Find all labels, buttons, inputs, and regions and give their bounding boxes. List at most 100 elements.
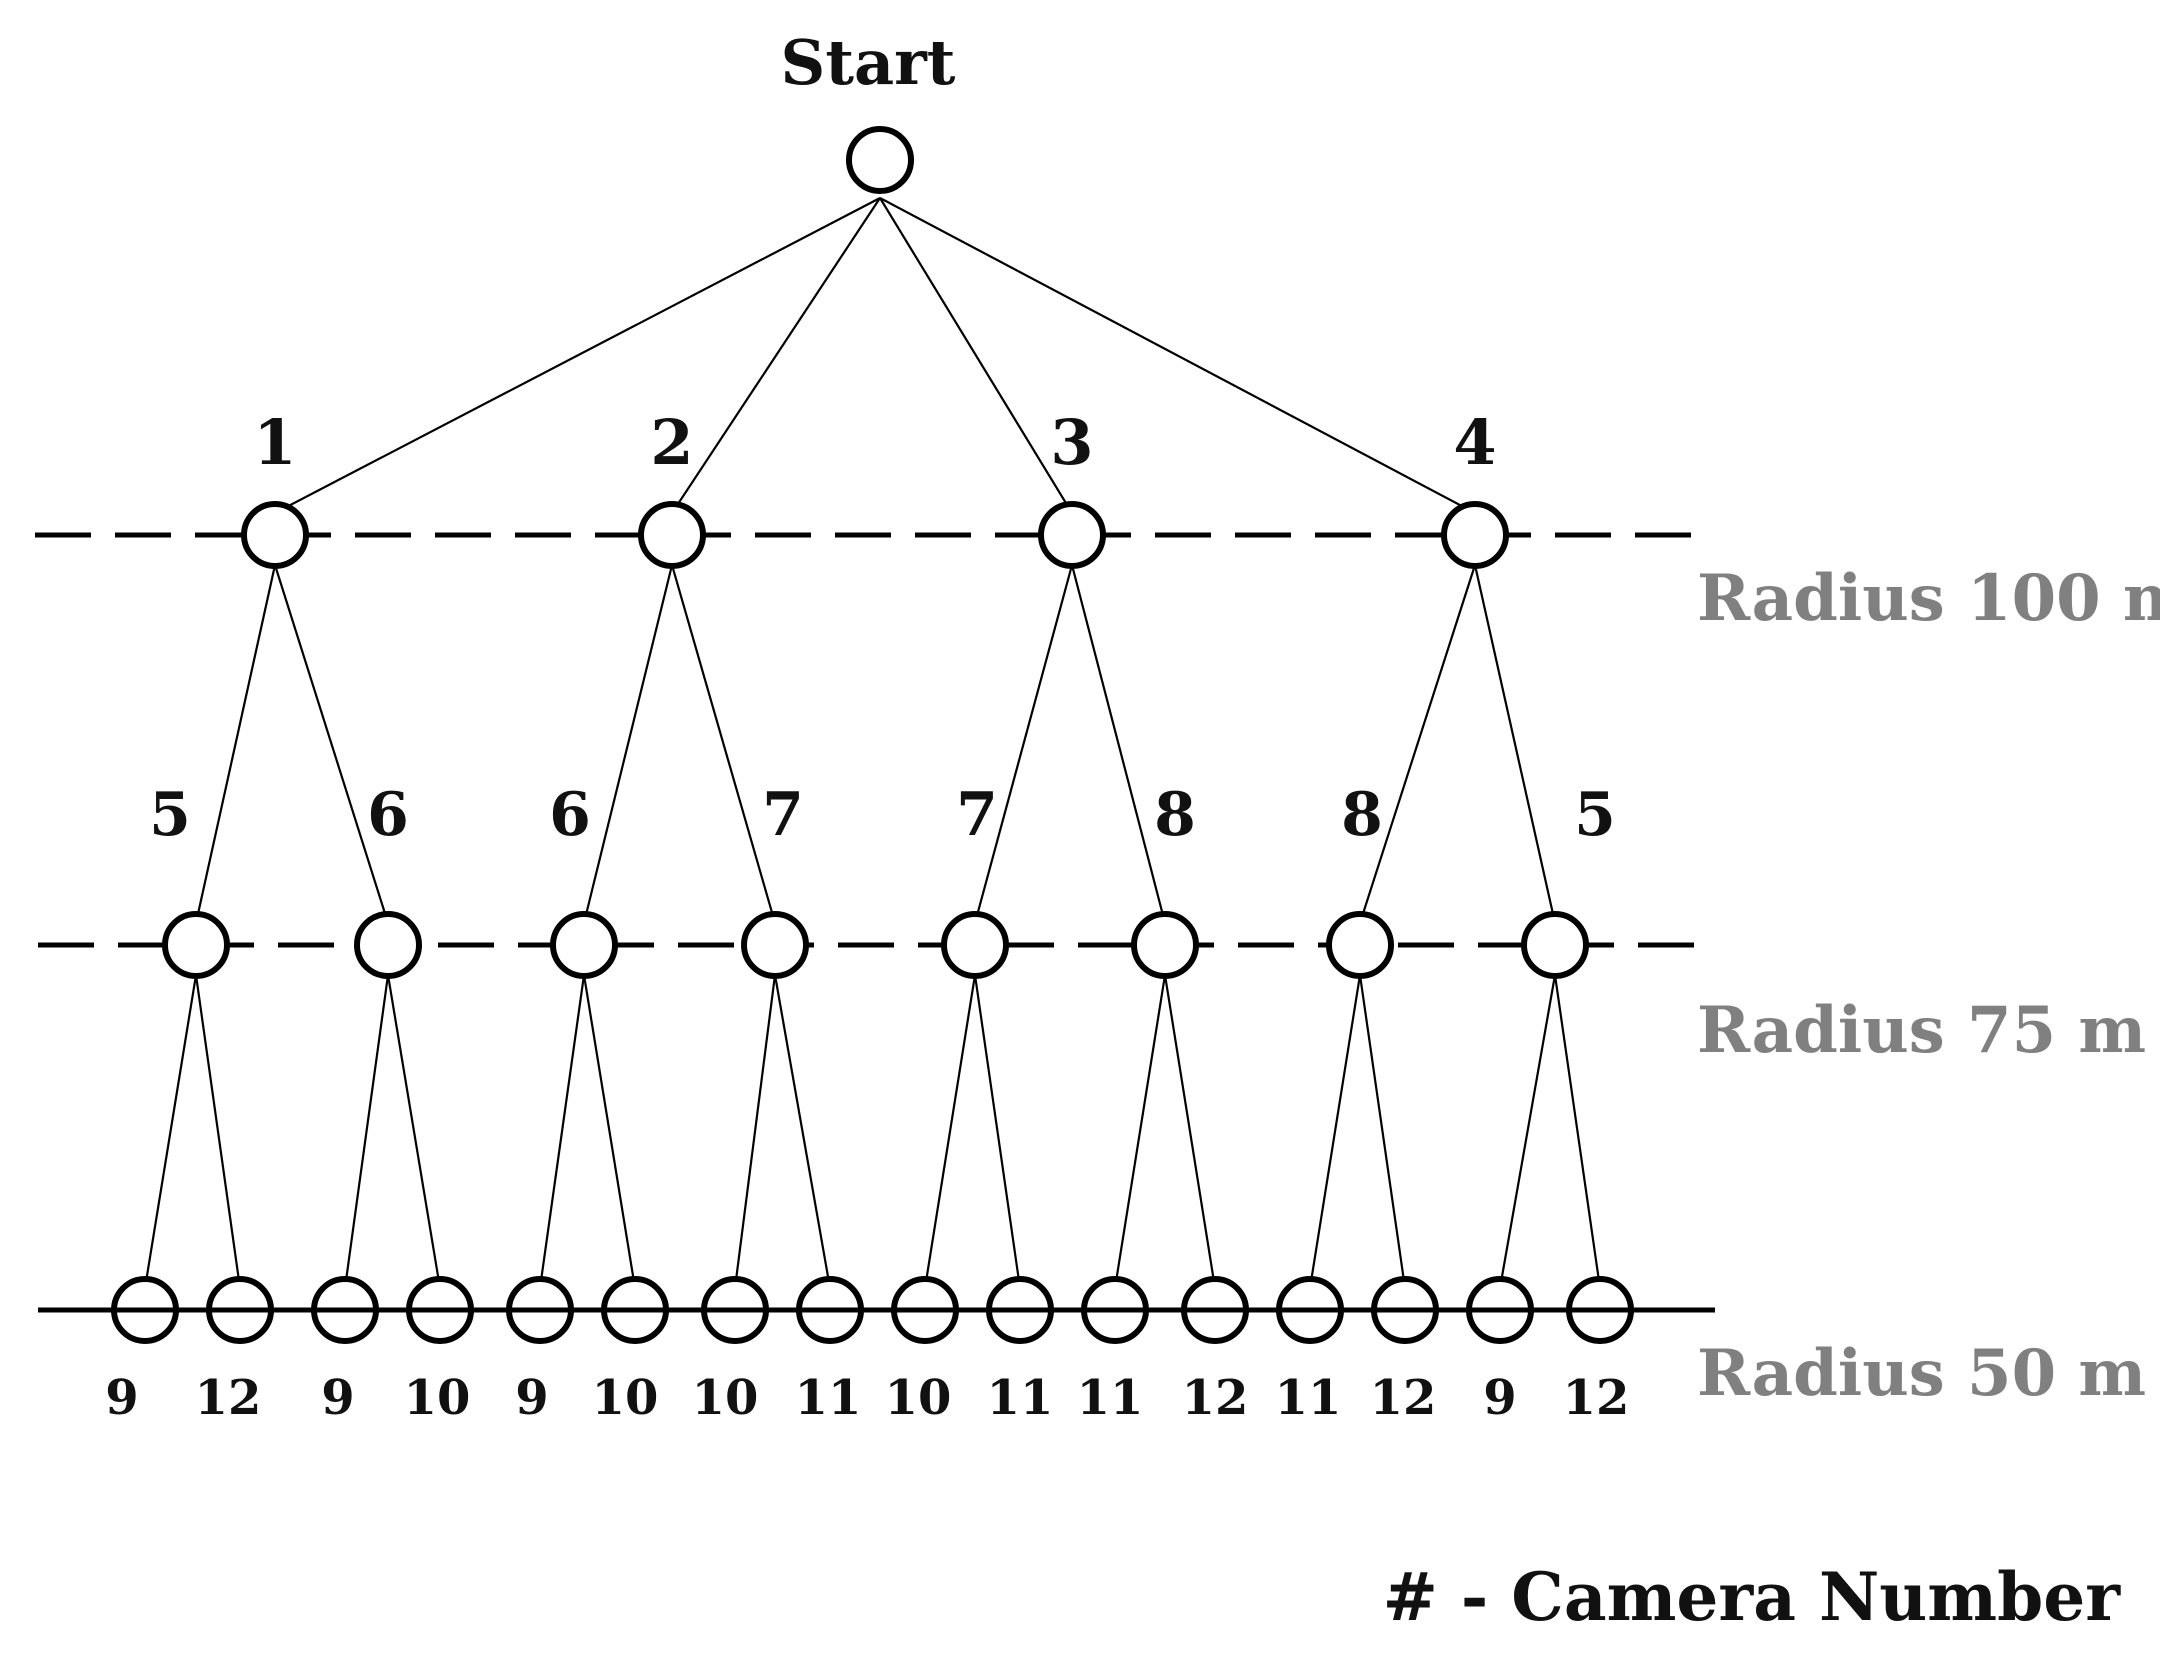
camera-node-l2-6	[1326, 911, 1394, 979]
camera-node-l3-0	[111, 1276, 179, 1344]
camera-node-l1-0-circle	[241, 501, 309, 569]
camera-label-l3-5: 10	[592, 1370, 659, 1426]
edge-l1-to-l2-5	[1070, 564, 1167, 924]
tree-edges	[143, 197, 1602, 1289]
camera-node-l2-2	[550, 911, 618, 979]
camera-node-l2-4-circle	[941, 911, 1009, 979]
camera-node-l1-0	[241, 501, 309, 569]
radius-50-label: Radius 50 m	[1697, 1336, 2146, 1411]
camera-node-l1-3	[1441, 501, 1509, 569]
edge-start-to-l1-0	[274, 197, 881, 514]
camera-node-l2-0	[162, 911, 230, 979]
start-node	[846, 126, 914, 194]
camera-label-l3-0: 9	[105, 1370, 138, 1426]
camera-node-l3-9	[986, 1276, 1054, 1344]
edge-start-to-l1-3	[879, 197, 1476, 514]
edge-l2-to-l3-6	[733, 974, 777, 1289]
camera-label-l3-2: 9	[321, 1370, 354, 1426]
camera-label-l2-5: 8	[1154, 780, 1196, 850]
radius-100-label: Radius 100 m	[1697, 561, 2160, 636]
edge-l2-to-l3-15	[1553, 974, 1602, 1289]
start-node-circle	[846, 126, 914, 194]
camera-label-l2-1: 6	[367, 780, 409, 850]
camera-node-l2-3	[741, 911, 809, 979]
camera-node-l1-1-circle	[638, 501, 706, 569]
edge-l2-to-l3-12	[1308, 974, 1362, 1289]
edge-l1-to-l2-0	[194, 564, 277, 924]
camera-node-l3-6	[701, 1276, 769, 1344]
camera-node-l1-2	[1038, 501, 1106, 569]
camera-node-l2-1-circle	[354, 911, 422, 979]
edge-l1-to-l2-4	[973, 564, 1074, 924]
camera-node-l2-4	[941, 911, 1009, 979]
camera-label-l3-10: 11	[1077, 1370, 1144, 1426]
camera-node-l2-7	[1521, 911, 1589, 979]
radius-guide-lines	[35, 532, 1718, 1313]
camera-label-l3-7: 11	[795, 1370, 862, 1426]
camera-node-l2-6-circle	[1326, 911, 1394, 979]
camera-node-l3-8	[891, 1276, 959, 1344]
edge-l1-to-l2-2	[582, 564, 674, 924]
start-label: Start	[781, 26, 956, 99]
camera-label-l3-14: 9	[1483, 1370, 1516, 1426]
camera-label-l2-0: 5	[149, 780, 191, 850]
camera-node-l1-1	[638, 501, 706, 569]
edge-l2-to-l3-3	[386, 974, 442, 1289]
edge-l1-to-l2-7	[1473, 564, 1557, 924]
camera-node-l1-2-circle	[1038, 501, 1106, 569]
camera-label-l3-12: 11	[1275, 1370, 1342, 1426]
edge-l2-to-l3-1	[194, 974, 242, 1289]
tree-nodes	[111, 126, 1634, 1344]
camera-number-legend: # - Camera Number	[1383, 1558, 2122, 1636]
camera-node-l2-2-circle	[550, 911, 618, 979]
camera-node-l3-15	[1566, 1276, 1634, 1344]
edge-l1-to-l2-6	[1358, 564, 1477, 924]
camera-label-l3-1: 12	[195, 1370, 262, 1426]
edge-l2-to-l3-0	[143, 974, 198, 1289]
edge-start-to-l1-2	[879, 197, 1073, 514]
camera-label-l2-7: 5	[1574, 780, 1616, 850]
camera-node-l3-1	[206, 1276, 274, 1344]
camera-node-l3-10	[1081, 1276, 1149, 1344]
edge-l2-to-l3-10	[1113, 974, 1167, 1289]
camera-label-l3-13: 12	[1370, 1370, 1437, 1426]
camera-label-l1-0: 1	[253, 406, 296, 479]
camera-label-l3-6: 10	[692, 1370, 759, 1426]
camera-label-l3-15: 12	[1563, 1370, 1630, 1426]
camera-node-l2-1	[354, 911, 422, 979]
camera-label-l3-11: 12	[1182, 1370, 1249, 1426]
camera-label-l3-4: 9	[515, 1370, 548, 1426]
camera-label-l3-3: 10	[404, 1370, 471, 1426]
edge-l2-to-l3-4	[538, 974, 586, 1289]
camera-node-l3-2	[311, 1276, 379, 1344]
camera-node-l3-11	[1181, 1276, 1249, 1344]
camera-label-l1-2: 3	[1050, 406, 1093, 479]
camera-node-l3-7	[796, 1276, 864, 1344]
camera-label-l3-9: 11	[987, 1370, 1054, 1426]
camera-label-l2-2: 6	[549, 780, 591, 850]
camera-node-l2-5	[1131, 911, 1199, 979]
camera-node-l2-0-circle	[162, 911, 230, 979]
camera-label-l1-1: 2	[650, 406, 693, 479]
camera-node-l3-12	[1276, 1276, 1344, 1344]
camera-label-l2-6: 8	[1341, 780, 1383, 850]
camera-label-l2-4: 7	[956, 780, 998, 850]
edge-l2-to-l3-14	[1498, 974, 1557, 1289]
radius-75-label: Radius 75 m	[1697, 993, 2146, 1068]
edge-l2-to-l3-11	[1163, 974, 1217, 1289]
edge-l2-to-l3-5	[582, 974, 637, 1289]
edge-l1-to-l2-1	[273, 564, 390, 924]
edge-l2-to-l3-13	[1358, 974, 1407, 1289]
camera-node-l2-5-circle	[1131, 911, 1199, 979]
camera-node-l3-3	[406, 1276, 474, 1344]
edge-l2-to-l3-9	[973, 974, 1022, 1289]
camera-node-l2-7-circle	[1521, 911, 1589, 979]
edge-start-to-l1-1	[671, 197, 881, 514]
camera-label-l3-8: 10	[885, 1370, 952, 1426]
camera-node-l2-3-circle	[741, 911, 809, 979]
edge-l1-to-l2-3	[670, 564, 777, 924]
camera-node-l1-3-circle	[1441, 501, 1509, 569]
camera-node-l3-14	[1466, 1276, 1534, 1344]
